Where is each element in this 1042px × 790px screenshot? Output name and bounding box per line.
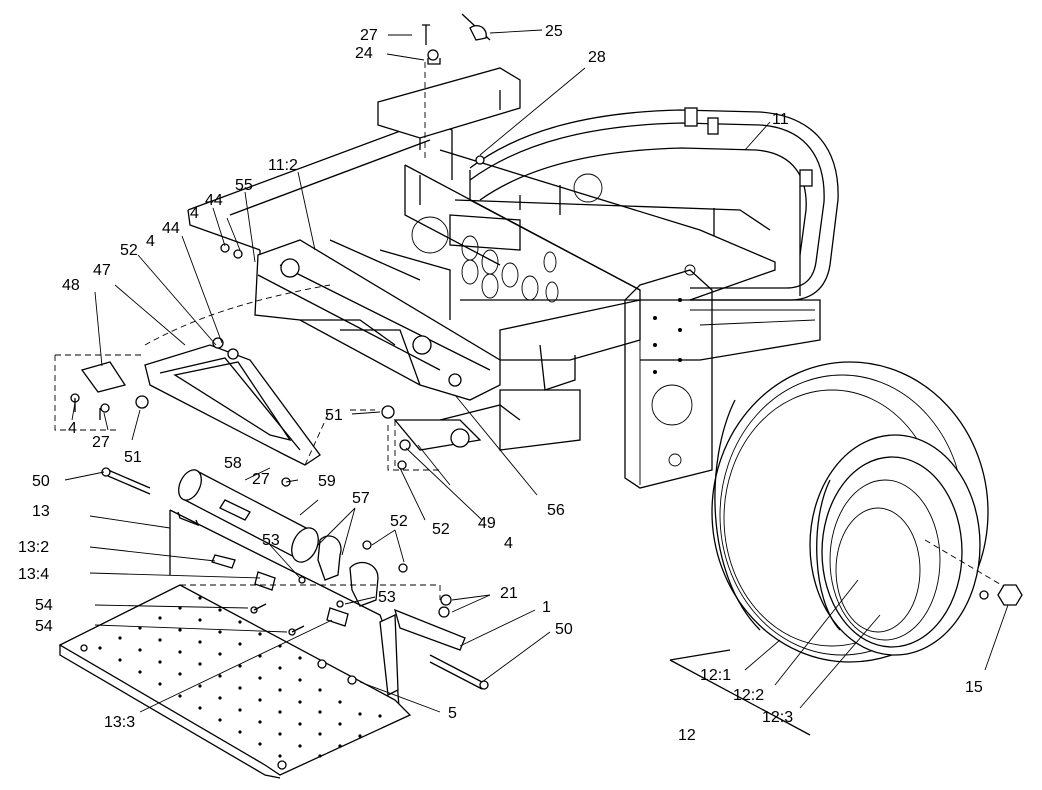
callout-24: 24 <box>355 45 373 62</box>
callout-47: 47 <box>93 262 111 279</box>
callout-4: 4 <box>146 233 155 250</box>
hinge-bracket <box>101 467 489 696</box>
callout-4-center: 4 <box>504 535 513 552</box>
callout-44: 44 <box>162 220 180 237</box>
callout-13-2: 13:2 <box>18 539 49 556</box>
callout-59: 59 <box>318 473 336 490</box>
top-bracket <box>377 13 521 165</box>
callout-5: 5 <box>448 705 457 722</box>
callout-13-3: 13:3 <box>104 714 135 731</box>
callout-27-tube: 27 <box>252 471 270 488</box>
callout-13: 13 <box>32 503 50 520</box>
callout-50-left: 50 <box>32 473 50 490</box>
callout-12: 12 <box>678 727 696 744</box>
center-hardware <box>350 405 440 471</box>
callout-48: 48 <box>62 277 80 294</box>
callout-57: 57 <box>352 490 370 507</box>
callout-4-left: 4 <box>68 420 77 437</box>
callout-52-center: 52 <box>432 521 450 538</box>
rear-bumper-frame <box>469 107 839 361</box>
callout-21: 21 <box>500 585 518 602</box>
callout-54-bottom: 54 <box>35 618 53 635</box>
rear-tire <box>669 361 1023 736</box>
callout-labels: 27 25 24 28 11 11:2 55 44 4 44 4 52 47 4… <box>18 23 983 744</box>
callout-11-2: 11:2 <box>268 157 298 174</box>
callout-13-4: 13:4 <box>18 566 49 583</box>
callout-51: 51 <box>325 407 343 424</box>
callout-12-2: 12:2 <box>733 687 764 704</box>
callout-12-1: 12:1 <box>700 667 731 684</box>
cross-arm <box>254 239 521 451</box>
callout-4-top: 4 <box>190 205 199 222</box>
callout-1: 1 <box>542 599 551 616</box>
callout-50-right: 50 <box>555 621 573 638</box>
callout-49: 49 <box>478 515 496 532</box>
callout-12-3: 12:3 <box>762 709 793 726</box>
callout-25: 25 <box>545 23 563 40</box>
right-side-plate <box>624 269 713 489</box>
callout-52-right: 52 <box>390 513 408 530</box>
callout-27: 27 <box>360 27 378 44</box>
callout-27-left: 27 <box>92 434 110 451</box>
callout-51-left: 51 <box>124 449 142 466</box>
leader-lines <box>64 29 1009 713</box>
callout-44-top: 44 <box>205 192 223 209</box>
callout-55: 55 <box>235 177 253 194</box>
foot-plate <box>58 509 441 779</box>
callout-11: 11 <box>772 111 789 128</box>
callout-53-right: 53 <box>378 589 396 606</box>
callout-54-top: 54 <box>35 597 53 614</box>
callout-52-left: 52 <box>120 242 138 259</box>
callout-53-left: 53 <box>262 532 280 549</box>
tube-and-clamps <box>178 469 408 608</box>
callout-28: 28 <box>588 49 606 66</box>
callout-56: 56 <box>547 502 565 519</box>
foot-plate-holes <box>98 596 382 758</box>
callout-58: 58 <box>224 455 242 472</box>
callout-15: 15 <box>965 679 983 696</box>
